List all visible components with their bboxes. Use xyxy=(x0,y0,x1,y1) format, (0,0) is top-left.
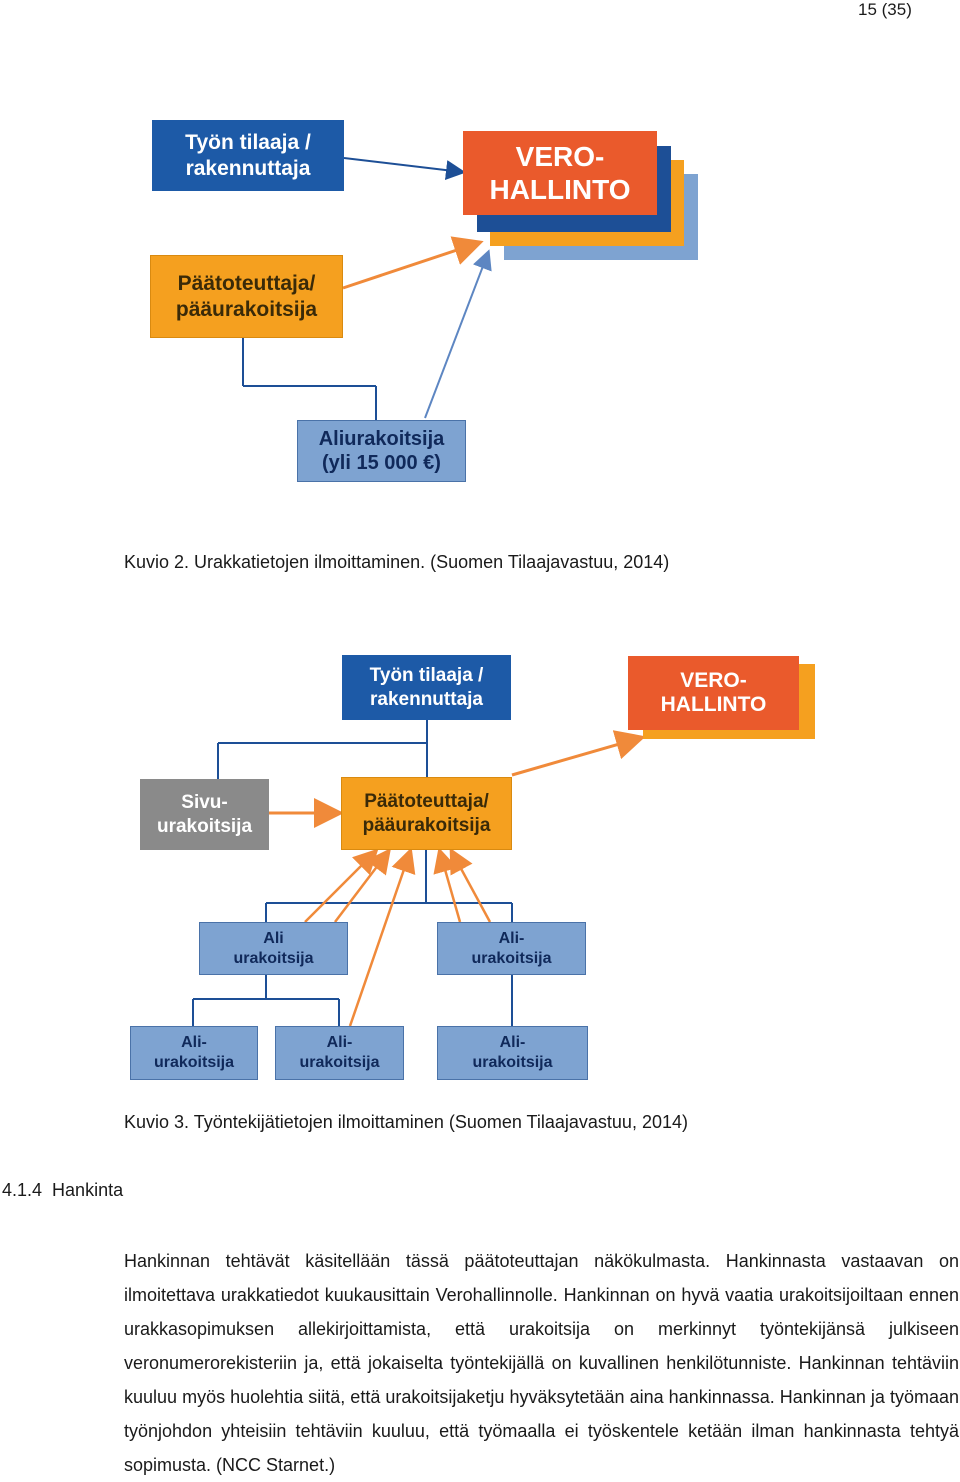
subcontractor-box: Ali-urakoitsija xyxy=(437,922,586,975)
connector-lines xyxy=(242,157,492,420)
sub-to-tax-arrow xyxy=(424,249,492,419)
tax-authority-box: VERO-HALLINTO xyxy=(463,131,657,215)
figure-2-caption: Kuvio 2. Urakkatietojen ilmoittaminen. (… xyxy=(124,552,670,572)
main-contractor-box: Päätoteuttaja/pääurakoitsija xyxy=(150,255,343,338)
body-paragraph: Hankinnan tehtävät käsitellään tässä pää… xyxy=(124,1251,959,1475)
employer-to-tax-arrow xyxy=(343,157,466,181)
subcontractor-box: Ali-urakoitsija xyxy=(275,1026,404,1080)
section-heading: 4.1.4 Hankinta xyxy=(2,1180,123,1201)
figure-3-caption: Kuvio 3. Työntekijätietojen ilmoittamine… xyxy=(124,1112,688,1132)
section-number: 4.1.4 xyxy=(2,1180,43,1200)
subcontractor-box: Ali-urakoitsija xyxy=(130,1026,258,1080)
main-to-tax-arrow xyxy=(511,730,646,777)
subcontractor-box: Ali-urakoitsija xyxy=(437,1026,588,1080)
main-contractor-box: Päätoteuttaja/pääurakoitsija xyxy=(341,777,512,850)
main-to-tax-arrow xyxy=(342,236,484,290)
subcontractor-box: Aliurakoitsija(yli 15 000 €) xyxy=(297,420,466,482)
tax-authority-box: VERO-HALLINTO xyxy=(628,656,799,730)
page-number: 15 (35) xyxy=(858,0,912,19)
employer-box: Työn tilaaja /rakennuttaja xyxy=(342,655,511,720)
connector-lines xyxy=(192,720,646,1027)
reporting-diagram-contracts: Työn tilaaja /rakennuttaja VERO-HALLINTO… xyxy=(0,110,960,490)
section-title: Hankinta xyxy=(52,1180,124,1200)
side-contractor-box: Sivu-urakoitsija xyxy=(140,779,269,850)
reporting-diagram-workers: Työn tilaaja /rakennuttaja VERO-HALLINTO… xyxy=(0,645,960,1085)
employer-box: Työn tilaaja /rakennuttaja xyxy=(152,120,344,191)
